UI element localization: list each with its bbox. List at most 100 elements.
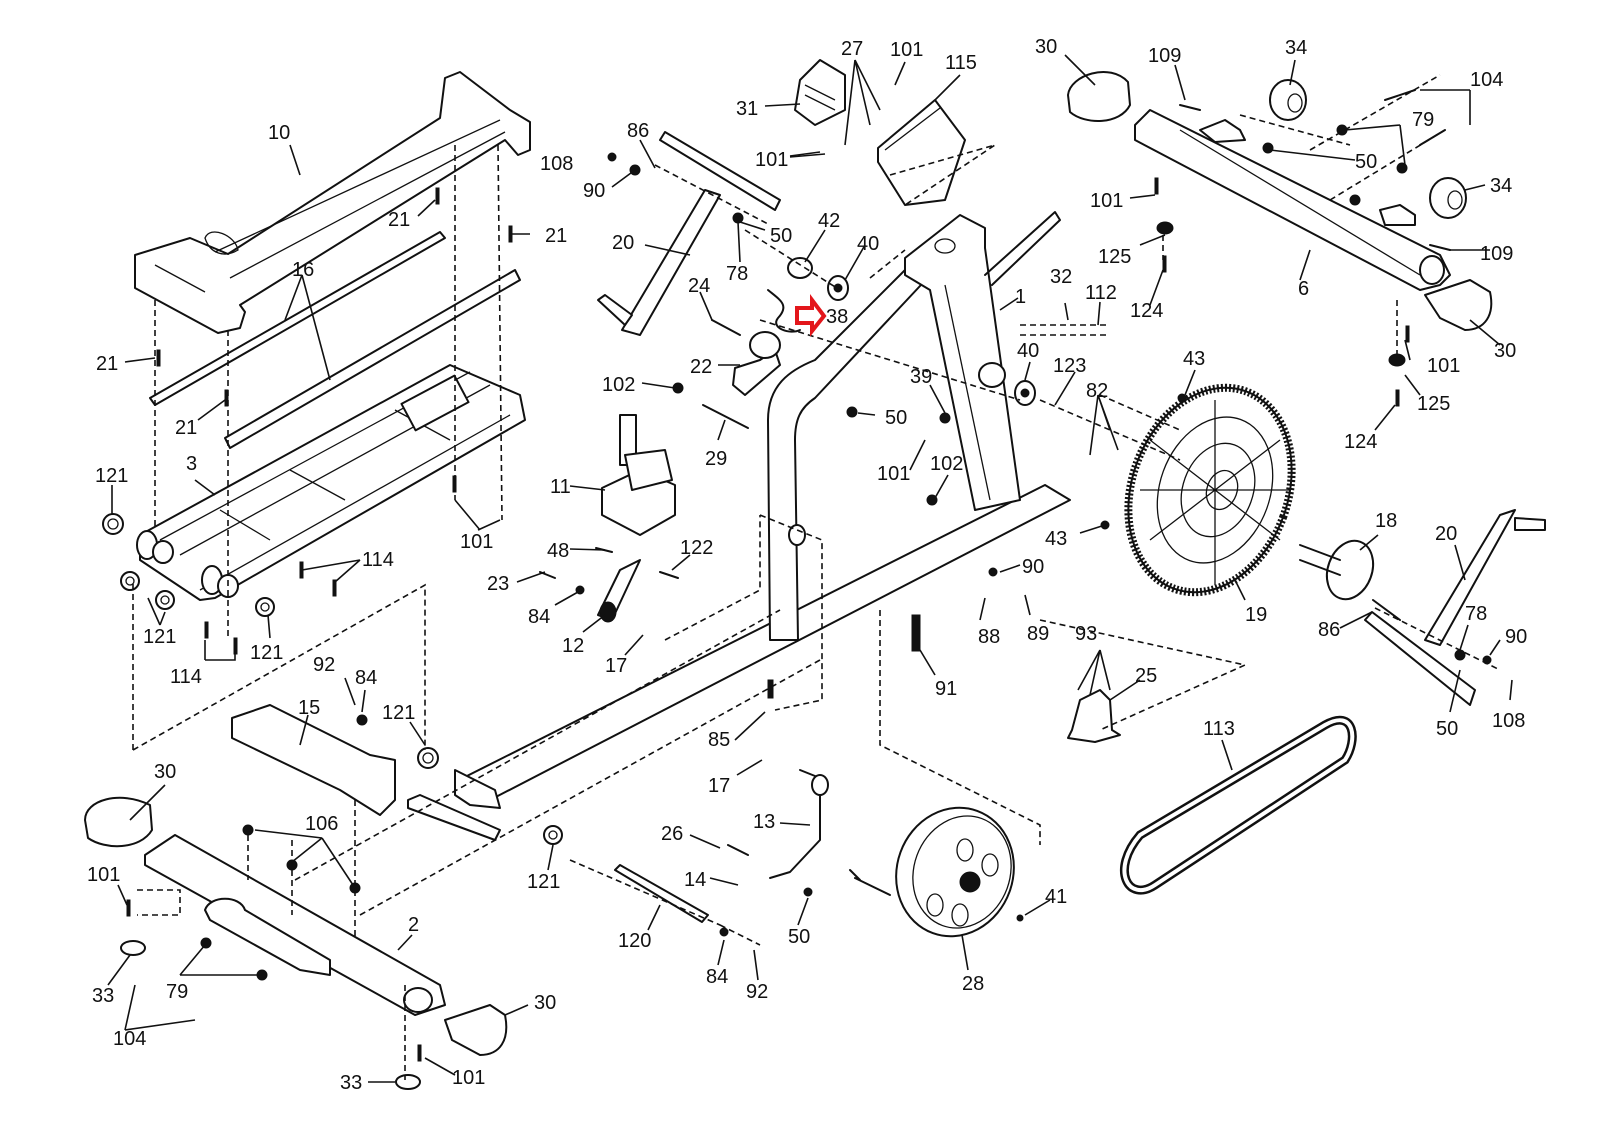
- callout-90[interactable]: 90: [1505, 626, 1527, 648]
- callout-32[interactable]: 32: [1050, 266, 1072, 288]
- callout-16[interactable]: 16: [292, 259, 314, 281]
- callout-21[interactable]: 21: [388, 209, 410, 231]
- callout-19[interactable]: 19: [1245, 604, 1267, 626]
- callout-30[interactable]: 30: [1494, 340, 1516, 362]
- callout-30[interactable]: 30: [534, 992, 556, 1014]
- callout-102[interactable]: 102: [602, 374, 635, 396]
- callout-40[interactable]: 40: [1017, 340, 1039, 362]
- callout-20[interactable]: 20: [1435, 523, 1457, 545]
- callout-113[interactable]: 113: [1203, 718, 1235, 740]
- callout-33[interactable]: 33: [92, 985, 114, 1007]
- callout-13[interactable]: 13: [753, 811, 775, 833]
- callout-6[interactable]: 6: [1298, 278, 1309, 300]
- callout-29[interactable]: 29: [705, 448, 727, 470]
- callout-50[interactable]: 50: [1355, 151, 1377, 173]
- callout-79[interactable]: 79: [1412, 109, 1434, 131]
- callout-101[interactable]: 101: [452, 1067, 485, 1089]
- callout-17[interactable]: 17: [605, 655, 627, 677]
- callout-18[interactable]: 18: [1375, 510, 1397, 532]
- callout-125[interactable]: 125: [1417, 393, 1450, 415]
- callout-124[interactable]: 124: [1344, 431, 1377, 453]
- callout-121[interactable]: 121: [95, 465, 128, 487]
- callout-30[interactable]: 30: [1035, 36, 1057, 58]
- callout-92[interactable]: 92: [746, 981, 768, 1003]
- callout-112[interactable]: 112: [1085, 282, 1117, 304]
- callout-114[interactable]: 114: [170, 666, 202, 688]
- callout-30[interactable]: 30: [154, 761, 176, 783]
- callout-21[interactable]: 21: [175, 417, 197, 439]
- callout-93[interactable]: 93: [1075, 623, 1097, 645]
- callout-106[interactable]: 106: [305, 813, 338, 835]
- callout-89[interactable]: 89: [1027, 623, 1049, 645]
- callout-12[interactable]: 12: [562, 635, 584, 657]
- callout-101[interactable]: 101: [877, 463, 910, 485]
- callout-101[interactable]: 101: [1427, 355, 1460, 377]
- callout-88[interactable]: 88: [978, 626, 1000, 648]
- callout-123[interactable]: 123: [1053, 355, 1086, 377]
- callout-101[interactable]: 101: [460, 531, 493, 553]
- callout-84[interactable]: 84: [528, 606, 550, 628]
- callout-109[interactable]: 109: [1148, 45, 1181, 67]
- callout-120[interactable]: 120: [618, 930, 651, 952]
- callout-104[interactable]: 104: [113, 1028, 146, 1050]
- callout-21[interactable]: 21: [545, 225, 567, 247]
- callout-121[interactable]: 121: [250, 642, 283, 664]
- callout-90[interactable]: 90: [583, 180, 605, 202]
- callout-1[interactable]: 1: [1015, 286, 1026, 308]
- callout-50[interactable]: 50: [1436, 718, 1458, 740]
- callout-82[interactable]: 82: [1086, 380, 1108, 402]
- callout-22[interactable]: 22: [690, 356, 712, 378]
- callout-84[interactable]: 84: [706, 966, 728, 988]
- callout-85[interactable]: 85: [708, 729, 730, 751]
- callout-15[interactable]: 15: [298, 697, 320, 719]
- callout-17[interactable]: 17: [708, 775, 730, 797]
- callout-24[interactable]: 24: [688, 275, 710, 297]
- callout-84[interactable]: 84: [355, 667, 377, 689]
- callout-104[interactable]: 104: [1470, 69, 1503, 91]
- callout-108[interactable]: 108: [540, 153, 573, 175]
- callout-48[interactable]: 48: [547, 540, 569, 562]
- callout-101[interactable]: 101: [755, 149, 788, 171]
- callout-91[interactable]: 91: [935, 678, 957, 700]
- callout-33[interactable]: 33: [340, 1072, 362, 1094]
- callout-39[interactable]: 39: [910, 366, 932, 388]
- callout-86[interactable]: 86: [1318, 619, 1340, 641]
- callout-10[interactable]: 10: [268, 122, 290, 144]
- callout-11[interactable]: 11: [550, 476, 571, 498]
- callout-21[interactable]: 21: [96, 353, 118, 375]
- callout-2[interactable]: 2: [408, 914, 419, 936]
- callout-121[interactable]: 121: [527, 871, 560, 893]
- callout-50[interactable]: 50: [885, 407, 907, 429]
- callout-101[interactable]: 101: [890, 39, 923, 61]
- callout-90[interactable]: 90: [1022, 556, 1044, 578]
- callout-101[interactable]: 101: [87, 864, 120, 886]
- callout-79[interactable]: 79: [166, 981, 188, 1003]
- callout-14[interactable]: 14: [684, 869, 706, 891]
- callout-34[interactable]: 34: [1490, 175, 1512, 197]
- callout-50[interactable]: 50: [788, 926, 810, 948]
- callout-43[interactable]: 43: [1183, 348, 1205, 370]
- callout-34[interactable]: 34: [1285, 37, 1307, 59]
- callout-31[interactable]: 31: [736, 98, 758, 120]
- callout-50[interactable]: 50: [770, 225, 792, 247]
- callout-114[interactable]: 114: [362, 549, 394, 571]
- callout-26[interactable]: 26: [661, 823, 683, 845]
- callout-28[interactable]: 28: [962, 973, 984, 995]
- callout-121[interactable]: 121: [143, 626, 176, 648]
- callout-43[interactable]: 43: [1045, 528, 1067, 550]
- callout-38-highlighted[interactable]: 38: [826, 306, 848, 328]
- callout-109[interactable]: 109: [1480, 243, 1513, 265]
- callout-125[interactable]: 125: [1098, 246, 1131, 268]
- callout-25[interactable]: 25: [1135, 665, 1157, 687]
- callout-101[interactable]: 101: [1090, 190, 1123, 212]
- callout-121[interactable]: 121: [382, 702, 415, 724]
- callout-42[interactable]: 42: [818, 210, 840, 232]
- callout-3[interactable]: 3: [186, 453, 197, 475]
- callout-92[interactable]: 92: [313, 654, 335, 676]
- callout-41[interactable]: 41: [1045, 886, 1067, 908]
- callout-27[interactable]: 27: [841, 38, 863, 60]
- callout-102[interactable]: 102: [930, 453, 963, 475]
- callout-124[interactable]: 124: [1130, 300, 1163, 322]
- callout-23[interactable]: 23: [487, 573, 509, 595]
- callout-20[interactable]: 20: [612, 232, 634, 254]
